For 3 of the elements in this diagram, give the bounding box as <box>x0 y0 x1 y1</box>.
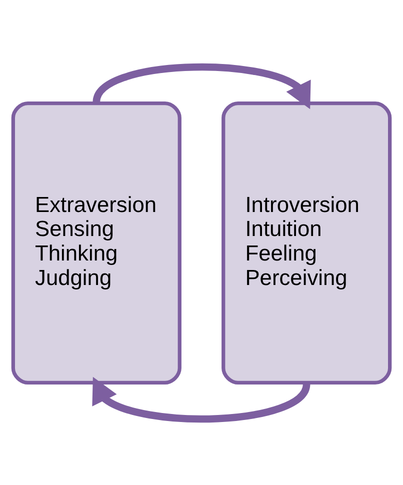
node-box: Introversion Intuition Feeling Perceiving <box>222 100 392 384</box>
node-box: Extraversion Sensing Thinking Judging <box>11 100 182 384</box>
arrow <box>92 376 310 422</box>
